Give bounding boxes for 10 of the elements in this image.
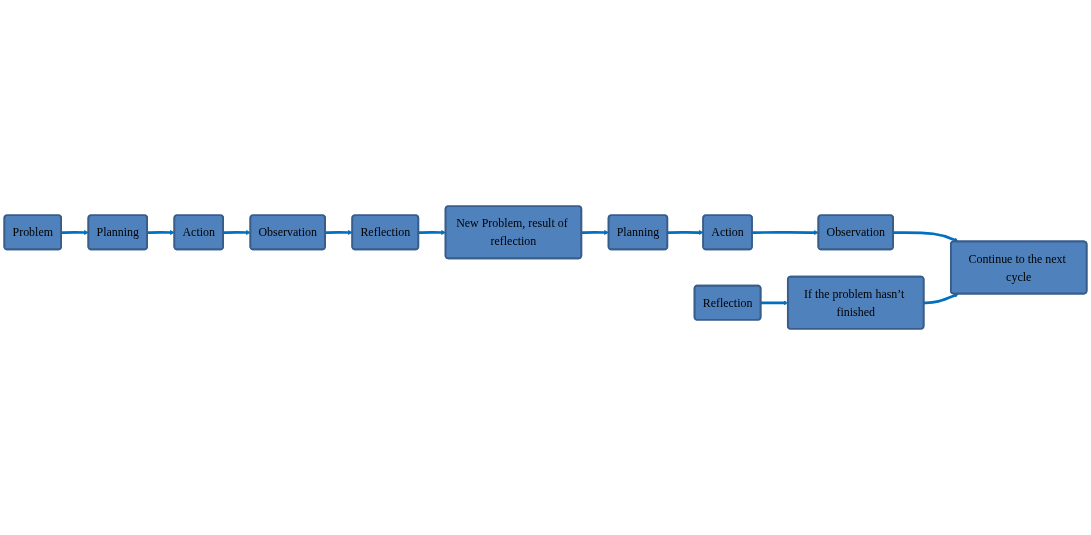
- arrow: [923, 293, 959, 305]
- arrow: [667, 230, 704, 235]
- arrow: [147, 230, 175, 235]
- arrow: [893, 231, 959, 243]
- arrow: [325, 230, 353, 235]
- arrow: [418, 230, 446, 235]
- arrow: [752, 230, 819, 235]
- arrow: [581, 230, 609, 235]
- arrow: [61, 230, 89, 235]
- arrow: [223, 230, 251, 235]
